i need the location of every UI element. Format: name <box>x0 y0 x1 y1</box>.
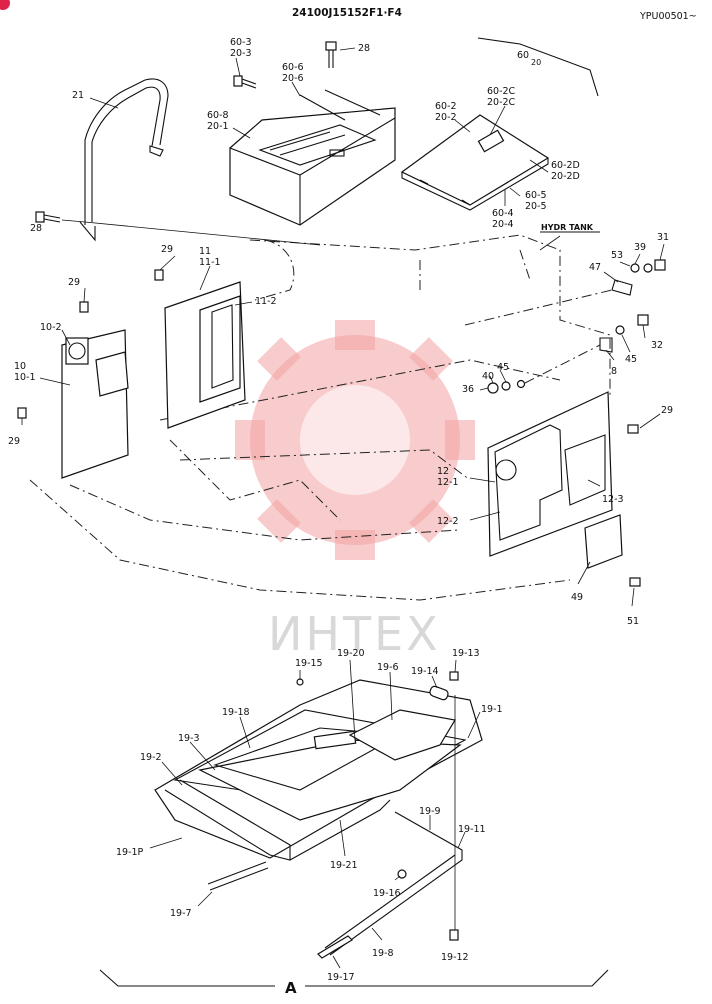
section-label: A <box>285 979 297 997</box>
lid-part-60-2 <box>400 114 550 211</box>
group-bracket <box>477 37 599 97</box>
panel-part-11 <box>154 269 246 429</box>
rod-part-19-8 <box>317 811 463 959</box>
callout-21: 21 <box>72 90 84 101</box>
callout-47: 47 <box>589 262 601 273</box>
serial-range: YPU00501~ <box>639 11 697 22</box>
callout-hydr-tank: HYDR TANK <box>541 223 594 232</box>
fasteners-right-upper <box>464 259 666 394</box>
callout-20-2: 20-2 <box>435 112 457 123</box>
callout-12-2: 12-2 <box>437 516 459 527</box>
callout-19-6: 19-6 <box>377 662 399 673</box>
callout-11-2: 11-2 <box>255 296 277 307</box>
callout-29-panel11: 29 <box>161 244 173 255</box>
bolt-28-guide <box>61 219 321 246</box>
handrail-part-21 <box>79 78 169 242</box>
callout-39: 39 <box>634 242 646 253</box>
callout-60-8: 60-8 <box>207 110 229 121</box>
callout-19-7: 19-7 <box>170 908 192 919</box>
callout-19-8: 19-8 <box>372 948 394 959</box>
callout-20-2c: 20-2C <box>487 97 516 108</box>
callout-60-5: 60-5 <box>525 190 547 201</box>
callout-labels: 21 28 28 60-3 20-3 60-6 20-6 60-8 20-1 6… <box>8 37 673 983</box>
callout-36: 36 <box>462 384 474 395</box>
callout-45-right: 45 <box>625 354 637 365</box>
bolt-part-19-12 <box>449 929 459 941</box>
callout-20-4: 20-4 <box>492 219 514 230</box>
callout-60-2d: 60-2D <box>551 160 580 171</box>
callout-60-3: 60-3 <box>230 37 252 48</box>
callout-10-2: 10-2 <box>40 322 62 333</box>
frame-outline <box>29 234 611 601</box>
callout-19-18: 19-18 <box>222 707 250 718</box>
callout-19-2: 19-2 <box>140 752 162 763</box>
callout-19-1: 19-1 <box>481 704 503 715</box>
callout-60-2c: 60-2C <box>487 86 516 97</box>
callout-60-4: 60-4 <box>492 208 514 219</box>
watermark-gear-logo <box>235 320 475 560</box>
callout-29-panel10: 29 <box>68 277 80 288</box>
bolt-part-28-top <box>325 41 337 68</box>
hydr-tank-leader <box>539 235 561 251</box>
callout-32: 32 <box>651 340 663 351</box>
callout-60-6: 60-6 <box>282 62 304 73</box>
callout-31: 31 <box>657 232 669 243</box>
callout-20-2d: 20-2D <box>551 171 580 182</box>
callout-11-1: 11-1 <box>199 257 221 268</box>
callout-19-21: 19-21 <box>330 860 358 871</box>
panel-part-10 <box>17 301 129 479</box>
section-bracket <box>99 969 609 987</box>
cover-box-60-8 <box>229 89 396 226</box>
callout-19-11: 19-11 <box>458 824 486 835</box>
callout-28-left: 28 <box>30 223 42 234</box>
callout-45-mid: 45 <box>497 362 509 373</box>
floor-assembly-19 <box>154 671 483 879</box>
corner-marker <box>0 0 10 10</box>
callout-20-6: 20-6 <box>282 73 304 84</box>
callout-19-1p: 19-1P <box>116 847 144 858</box>
group-label: 60 <box>517 50 529 61</box>
callout-12-1: 12-1 <box>437 477 459 488</box>
callout-10: 10 <box>14 361 26 372</box>
group-sublabel: 20 <box>531 58 541 67</box>
callout-11: 11 <box>199 246 211 257</box>
callout-20-3: 20-3 <box>230 48 252 59</box>
callout-20-1: 20-1 <box>207 121 229 132</box>
callout-29-right: 29 <box>661 405 673 416</box>
callout-19-17: 19-17 <box>327 972 355 983</box>
callout-12-3: 12-3 <box>602 494 624 505</box>
callout-28-top: 28 <box>358 43 370 54</box>
callout-19-12: 19-12 <box>441 952 469 963</box>
callout-19-13: 19-13 <box>452 648 480 659</box>
callout-60-2: 60-2 <box>435 101 457 112</box>
callout-20-5: 20-5 <box>525 201 547 212</box>
callout-40: 40 <box>482 371 494 382</box>
callout-51: 51 <box>627 616 639 627</box>
callout-8: 8 <box>611 366 617 377</box>
callout-29-left: 29 <box>8 436 20 447</box>
callout-19-16: 19-16 <box>373 888 401 899</box>
bolt-part-60-3 <box>233 75 257 89</box>
drawing-code: 24100J15152F1·F4 <box>292 7 402 19</box>
leader-lines <box>21 47 665 969</box>
watermark-text: ИНТЕХ <box>268 607 441 661</box>
callout-49: 49 <box>571 592 583 603</box>
callout-12: 12 <box>437 466 449 477</box>
callout-19-3: 19-3 <box>178 733 200 744</box>
panel-part-12 <box>487 391 641 587</box>
callout-19-9: 19-9 <box>419 806 441 817</box>
callout-53: 53 <box>611 250 623 261</box>
callout-19-20: 19-20 <box>337 648 365 659</box>
bolt-part-28-left <box>35 211 61 223</box>
rod-part-19-7 <box>207 861 269 891</box>
callout-19-14: 19-14 <box>411 666 439 677</box>
callout-19-15: 19-15 <box>295 658 323 669</box>
callout-10-1: 10-1 <box>14 372 36 383</box>
